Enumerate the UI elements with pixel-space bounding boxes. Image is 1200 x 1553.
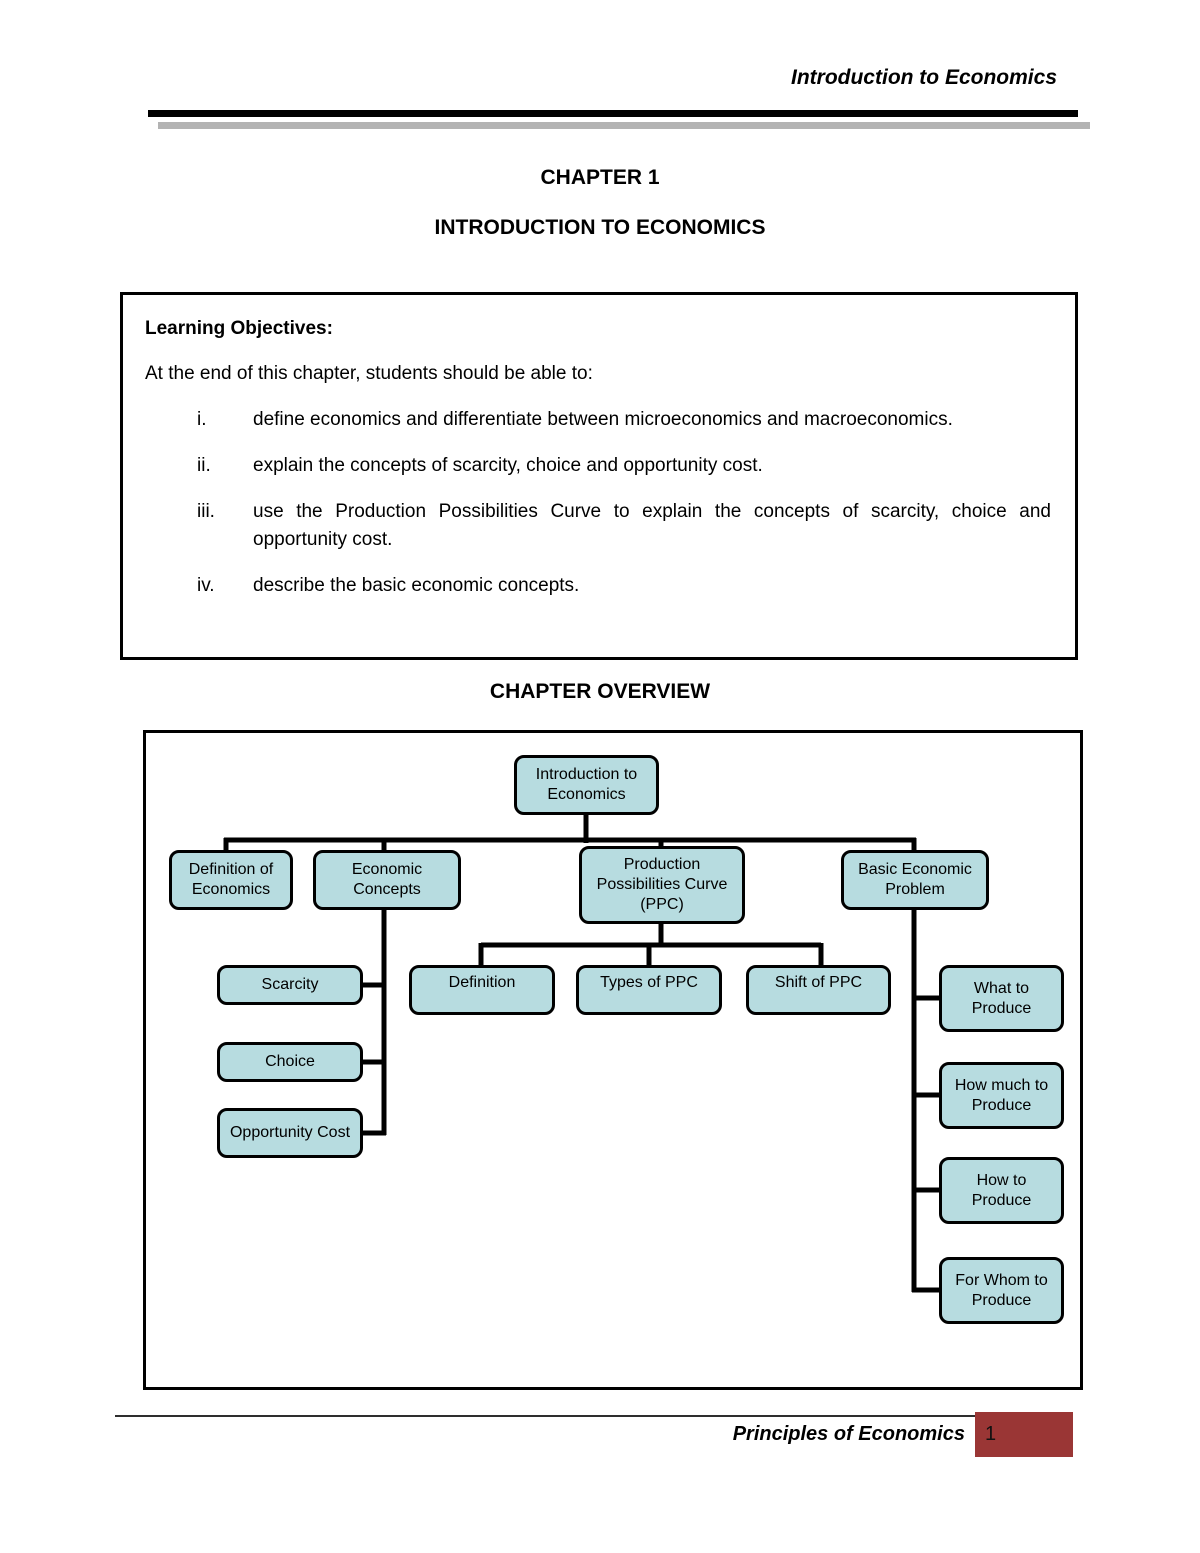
page-number: 1 <box>985 1423 997 1445</box>
chapter-label: CHAPTER 1 <box>540 166 660 189</box>
page-number-badge: 1 <box>975 1412 1073 1457</box>
diagram-node-shift-of-ppc: Shift of PPC <box>746 965 891 1015</box>
diagram-node-definition: Definition <box>409 965 555 1015</box>
chapter-overview-diagram: Introduction to Economics Definition of … <box>143 730 1083 1390</box>
connector-lines <box>223 815 942 1293</box>
diagram-node-basic-economic-problem: Basic Economic Problem <box>841 850 989 910</box>
learning-objectives-intro: At the end of this chapter, students sho… <box>145 363 593 384</box>
diagram-node-introduction-to-economics: Introduction to Economics <box>514 755 659 815</box>
running-header: Introduction to Economics <box>791 66 1057 89</box>
diagram-node-ppc: Production Possibilities Curve (PPC) <box>579 846 745 924</box>
diagram-connectors <box>223 815 942 1293</box>
diagram-node-how-to-produce: How to Produce <box>939 1157 1064 1224</box>
diagram-node-what-to-produce: What to Produce <box>939 965 1064 1032</box>
objective-text: define economics and differentiate betwe… <box>253 409 953 430</box>
learning-objectives-box: Learning Objectives: At the end of this … <box>120 292 1078 660</box>
learning-objectives-heading: Learning Objectives: <box>145 318 333 339</box>
objective-item: iv. describe the basic economic concepts… <box>145 572 1051 600</box>
header-rule-shadow <box>158 122 1090 129</box>
objective-item: ii. explain the concepts of scarcity, ch… <box>145 452 1051 480</box>
objective-number: iv. <box>197 575 215 596</box>
diagram-node-types-of-ppc: Types of PPC <box>576 965 722 1015</box>
objective-item: i. define economics and differentiate be… <box>145 406 1051 434</box>
chapter-title: INTRODUCTION TO ECONOMICS <box>434 216 766 239</box>
footer-rule <box>115 1415 1073 1417</box>
objective-text: use the Production Possibilities Curve t… <box>253 501 1051 550</box>
diagram-node-opportunity-cost: Opportunity Cost <box>217 1108 363 1158</box>
header-rule <box>148 110 1078 117</box>
objective-number: i. <box>197 409 207 430</box>
diagram-node-for-whom-to-produce: For Whom to Produce <box>939 1257 1064 1324</box>
objective-item: iii. use the Production Possibilities Cu… <box>145 498 1051 554</box>
objective-number: iii. <box>197 501 215 522</box>
diagram-node-choice: Choice <box>217 1042 363 1082</box>
objective-text: explain the concepts of scarcity, choice… <box>253 455 763 476</box>
objective-number: ii. <box>197 455 211 476</box>
diagram-node-how-much-to-produce: How much to Produce <box>939 1062 1064 1129</box>
objective-text: describe the basic economic concepts. <box>253 575 580 596</box>
overview-heading: CHAPTER OVERVIEW <box>489 680 711 703</box>
diagram-node-economic-concepts: Economic Concepts <box>313 850 461 910</box>
diagram-node-definition-of-economics: Definition of Economics <box>169 850 293 910</box>
diagram-node-scarcity: Scarcity <box>217 965 363 1005</box>
footer-book-title: Principles of Economics <box>732 1423 965 1445</box>
